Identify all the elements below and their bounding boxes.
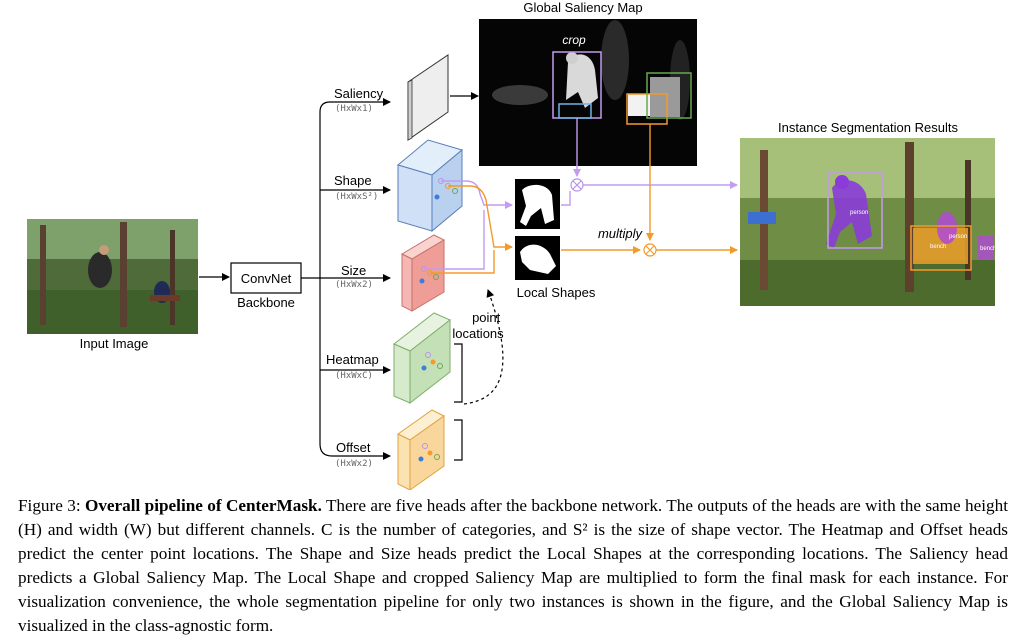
head-size-label: Size: [341, 263, 366, 278]
head-saliency-dims: (HxWx1): [335, 104, 373, 114]
global-saliency-map: [479, 19, 697, 166]
multiply-operator-1: [570, 178, 584, 192]
input-image-label: Input Image: [80, 336, 149, 351]
head-offset-dims: (HxWx2): [335, 459, 373, 469]
crop-box-blue: [558, 103, 592, 119]
head-saliency-label: Saliency: [334, 86, 384, 101]
shape-head-volume: [396, 139, 464, 233]
point-locations-line-2: locations: [452, 326, 504, 341]
centermask-pipeline-diagram: Input Image ConvNet Backbone Saliency (H…: [27, 0, 996, 490]
head-branches: [301, 98, 391, 460]
local-shapes-label: Local Shapes: [517, 285, 596, 300]
result-tag-bench-1: bench: [930, 244, 946, 250]
figure-caption: Figure 3: Overall pipeline of CenterMask…: [18, 494, 1008, 638]
local-shape-1: [515, 179, 560, 229]
head-heatmap-dims: (HxWxC): [335, 371, 373, 381]
result-tag-person-2: person: [949, 234, 967, 240]
point-locations-label: point locations: [452, 310, 504, 341]
heatmap-head-volume: [393, 312, 451, 405]
result-box-bench: [910, 225, 972, 271]
result-tag-person-1: person: [850, 210, 868, 216]
input-image: [27, 219, 198, 334]
crop-label: crop: [562, 33, 586, 47]
saliency-head-volume: [407, 54, 449, 141]
results-title: Instance Segmentation Results: [778, 120, 958, 135]
point-locations-line-1: point: [472, 310, 501, 325]
head-shape-dims: (HxWxS²): [335, 192, 378, 202]
orange-instance-path: [430, 124, 738, 274]
convnet-label: ConvNet: [241, 271, 292, 286]
multiply-operator-2: [643, 243, 657, 257]
caption-figure-label: Figure 3:: [18, 496, 81, 515]
head-shape-label: Shape: [334, 173, 372, 188]
head-size-dims: (HxWx2): [335, 280, 373, 290]
result-box-person: [827, 171, 883, 249]
convnet-box: [230, 262, 302, 294]
results-image: person person bench bench: [740, 138, 996, 306]
multiply-label: multiply: [598, 226, 644, 241]
head-offset-label: Offset: [336, 440, 371, 455]
saliency-map-title: Global Saliency Map: [523, 0, 642, 15]
local-shape-2: [515, 236, 560, 280]
crop-box-green: [646, 72, 692, 119]
backbone-label: Backbone: [237, 295, 295, 310]
head-heatmap-label: Heatmap: [326, 352, 379, 367]
purple-instance-path: [424, 118, 738, 270]
caption-bold-title: Overall pipeline of CenterMask.: [84, 496, 322, 515]
caption-text: There are five heads after the backbone …: [18, 496, 1008, 635]
offset-head-volume: [397, 409, 445, 490]
point-location-bracket: [454, 289, 504, 461]
result-tag-bench-2: bench: [980, 246, 996, 252]
